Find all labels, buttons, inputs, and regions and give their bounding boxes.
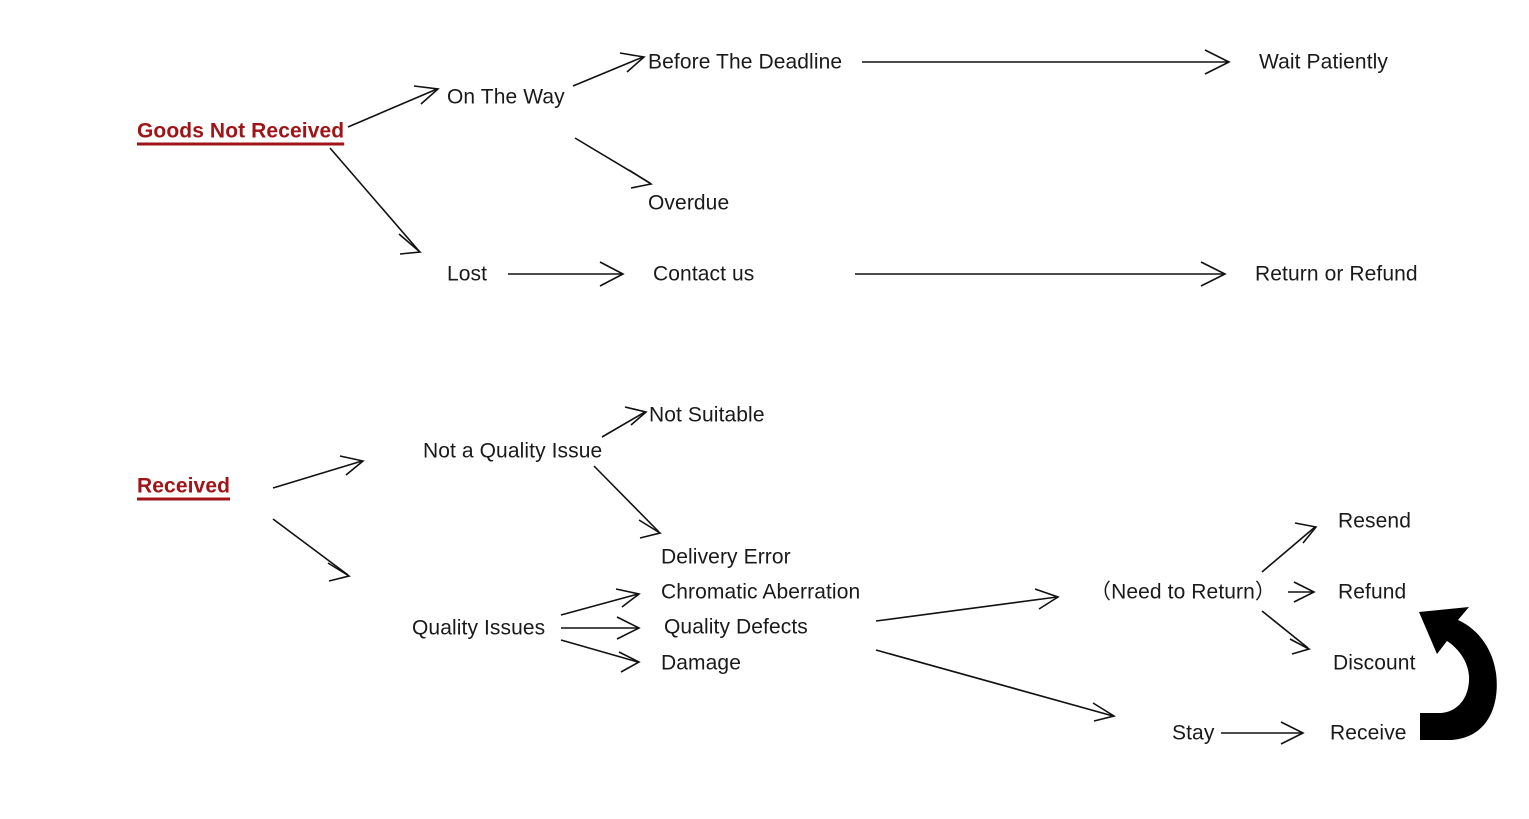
node-return-or-refund[interactable]: Return or Refund — [1255, 262, 1418, 286]
node-not-suitable[interactable]: Not Suitable — [649, 403, 765, 427]
node-need-to-return[interactable]: （Need to Return） — [1090, 580, 1277, 604]
node-receive[interactable]: Receive — [1330, 721, 1407, 745]
arrow-quality-group-to-stay — [875, 649, 1117, 722]
node-not-a-quality-issue[interactable]: Not a Quality Issue — [423, 439, 603, 463]
node-quality-issues[interactable]: Quality Issues — [412, 616, 546, 640]
arrow-on-the-way-to-before-deadline — [572, 52, 646, 87]
arrow-quality-issues-to-chromatic-aberration — [560, 588, 641, 616]
node-before-the-deadline[interactable]: Before The Deadline — [648, 50, 843, 74]
arrow-received-to-quality-issues — [272, 518, 352, 582]
arrow-received-to-not-a-quality-issue — [272, 455, 365, 489]
node-lost[interactable]: Lost — [447, 262, 488, 286]
arrow-quality-group-to-need-to-return — [875, 588, 1060, 622]
arrow-before-deadline-to-wait-patiently — [862, 49, 1231, 75]
arrow-not-a-quality-issue-to-delivery-error — [593, 465, 663, 539]
arrow-not-a-quality-issue-to-not-suitable — [601, 406, 648, 438]
node-discount[interactable]: Discount — [1333, 651, 1416, 675]
arrow-on-the-way-to-overdue — [574, 137, 654, 189]
arrow-receive-to-discount-loop — [1419, 607, 1497, 740]
arrow-contact-us-to-return-or-refund — [855, 261, 1227, 287]
node-goods-not-received[interactable]: Goods Not Received — [137, 119, 345, 143]
node-quality-defects[interactable]: Quality Defects — [664, 615, 808, 639]
node-chromatic-aberration[interactable]: Chromatic Aberration — [661, 580, 861, 604]
arrow-need-to-return-to-resend — [1261, 522, 1318, 573]
arrow-stay-to-receive — [1221, 721, 1305, 745]
node-wait-patiently[interactable]: Wait Patiently — [1259, 50, 1388, 74]
arrow-goods-to-on-the-way — [347, 85, 440, 128]
arrow-need-to-return-to-refund — [1288, 581, 1316, 603]
node-on-the-way[interactable]: On The Way — [447, 85, 565, 109]
arrow-quality-issues-to-quality-defects — [561, 616, 641, 640]
node-resend[interactable]: Resend — [1338, 509, 1411, 533]
node-stay[interactable]: Stay — [1172, 721, 1215, 745]
node-damage[interactable]: Damage — [661, 651, 741, 675]
arrow-lost-to-contact-us — [508, 261, 625, 287]
node-received[interactable]: Received — [137, 474, 231, 498]
arrow-need-to-return-to-discount — [1261, 610, 1312, 655]
node-delivery-error[interactable]: Delivery Error — [661, 545, 791, 569]
node-refund[interactable]: Refund — [1338, 580, 1407, 604]
node-contact-us[interactable]: Contact us — [653, 262, 755, 286]
node-overdue[interactable]: Overdue — [648, 191, 730, 215]
arrow-quality-issues-to-damage — [560, 639, 641, 673]
arrow-goods-to-lost — [329, 147, 422, 255]
